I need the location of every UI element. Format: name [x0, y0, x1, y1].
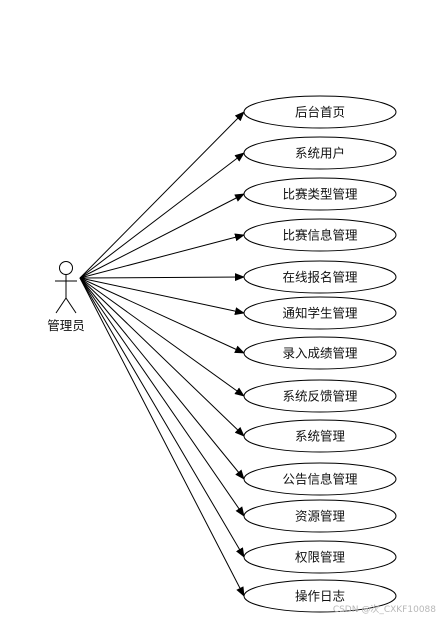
use-case-label: 公告信息管理 [282, 472, 358, 487]
use-case-node: 比赛类型管理 [243, 177, 397, 211]
association-arrow [79, 277, 245, 316]
association-arrow [79, 111, 245, 279]
use-case-ellipse [243, 462, 397, 496]
use-case-label: 录入成绩管理 [282, 346, 358, 361]
use-case-ellipse [243, 177, 397, 211]
use-case-label: 比赛信息管理 [282, 228, 358, 243]
use-case-node: 资源管理 [243, 499, 397, 533]
use-case-ellipse [243, 260, 397, 294]
association-group [79, 111, 245, 597]
use-case-ellipse [243, 379, 397, 413]
association-arrow [79, 277, 245, 437]
use-case-node: 比赛信息管理 [243, 218, 397, 252]
actor-left-leg [55, 297, 67, 314]
use-case-label: 系统反馈管理 [282, 389, 358, 404]
association-arrow [79, 277, 245, 517]
use-case-label: 在线报名管理 [282, 270, 358, 285]
association-arrow [79, 193, 245, 279]
use-case-node: 系统管理 [243, 419, 397, 453]
watermark: CSDN @次_CXKF10088 [333, 603, 436, 615]
use-case-label: 权限管理 [295, 550, 346, 565]
association-arrow [79, 233, 245, 279]
use-case-node: 录入成绩管理 [243, 336, 397, 370]
association-arrow [79, 277, 245, 480]
use-case-label: 比赛类型管理 [282, 187, 358, 202]
use-case-ellipse [243, 499, 397, 533]
use-case-ellipse [243, 296, 397, 330]
use-case-node: 公告信息管理 [243, 462, 397, 496]
use-case-label: 后台首页 [295, 105, 345, 120]
association-arrow [79, 277, 245, 354]
actor-head [59, 261, 73, 275]
use-case-ellipse [243, 95, 397, 129]
association-arrow [79, 277, 245, 597]
use-case-ellipse [243, 579, 397, 613]
use-case-ellipse [243, 218, 397, 252]
use-case-ellipse [243, 136, 397, 170]
use-case-node: 在线报名管理 [243, 260, 397, 294]
use-case-node: 通知学生管理 [243, 296, 397, 330]
association-arrow [79, 152, 245, 279]
use-case-ellipse [243, 336, 397, 370]
use-case-ellipse [243, 419, 397, 453]
actor-label: 管理员 [47, 318, 85, 333]
use-case-node: 操作日志 [243, 579, 397, 613]
actor-admin: 管理员 [47, 261, 85, 333]
use-case-node: 系统用户 [243, 136, 397, 170]
association-arrow [79, 273, 245, 282]
use-case-ellipse [243, 540, 397, 574]
association-arrow [79, 277, 245, 558]
use-case-group: 后台首页系统用户比赛类型管理比赛信息管理在线报名管理通知学生管理录入成绩管理系统… [243, 95, 397, 613]
use-case-node: 后台首页 [243, 95, 397, 129]
use-case-label: 资源管理 [295, 509, 346, 524]
association-arrow [79, 277, 245, 397]
use-case-node: 系统反馈管理 [243, 379, 397, 413]
use-case-label: 通知学生管理 [282, 306, 358, 321]
actor-right-leg [65, 297, 77, 314]
use-case-node: 权限管理 [243, 540, 397, 574]
use-case-label: 系统用户 [295, 146, 345, 161]
use-case-label: 系统管理 [295, 429, 346, 444]
use-case-label: 操作日志 [295, 589, 345, 604]
